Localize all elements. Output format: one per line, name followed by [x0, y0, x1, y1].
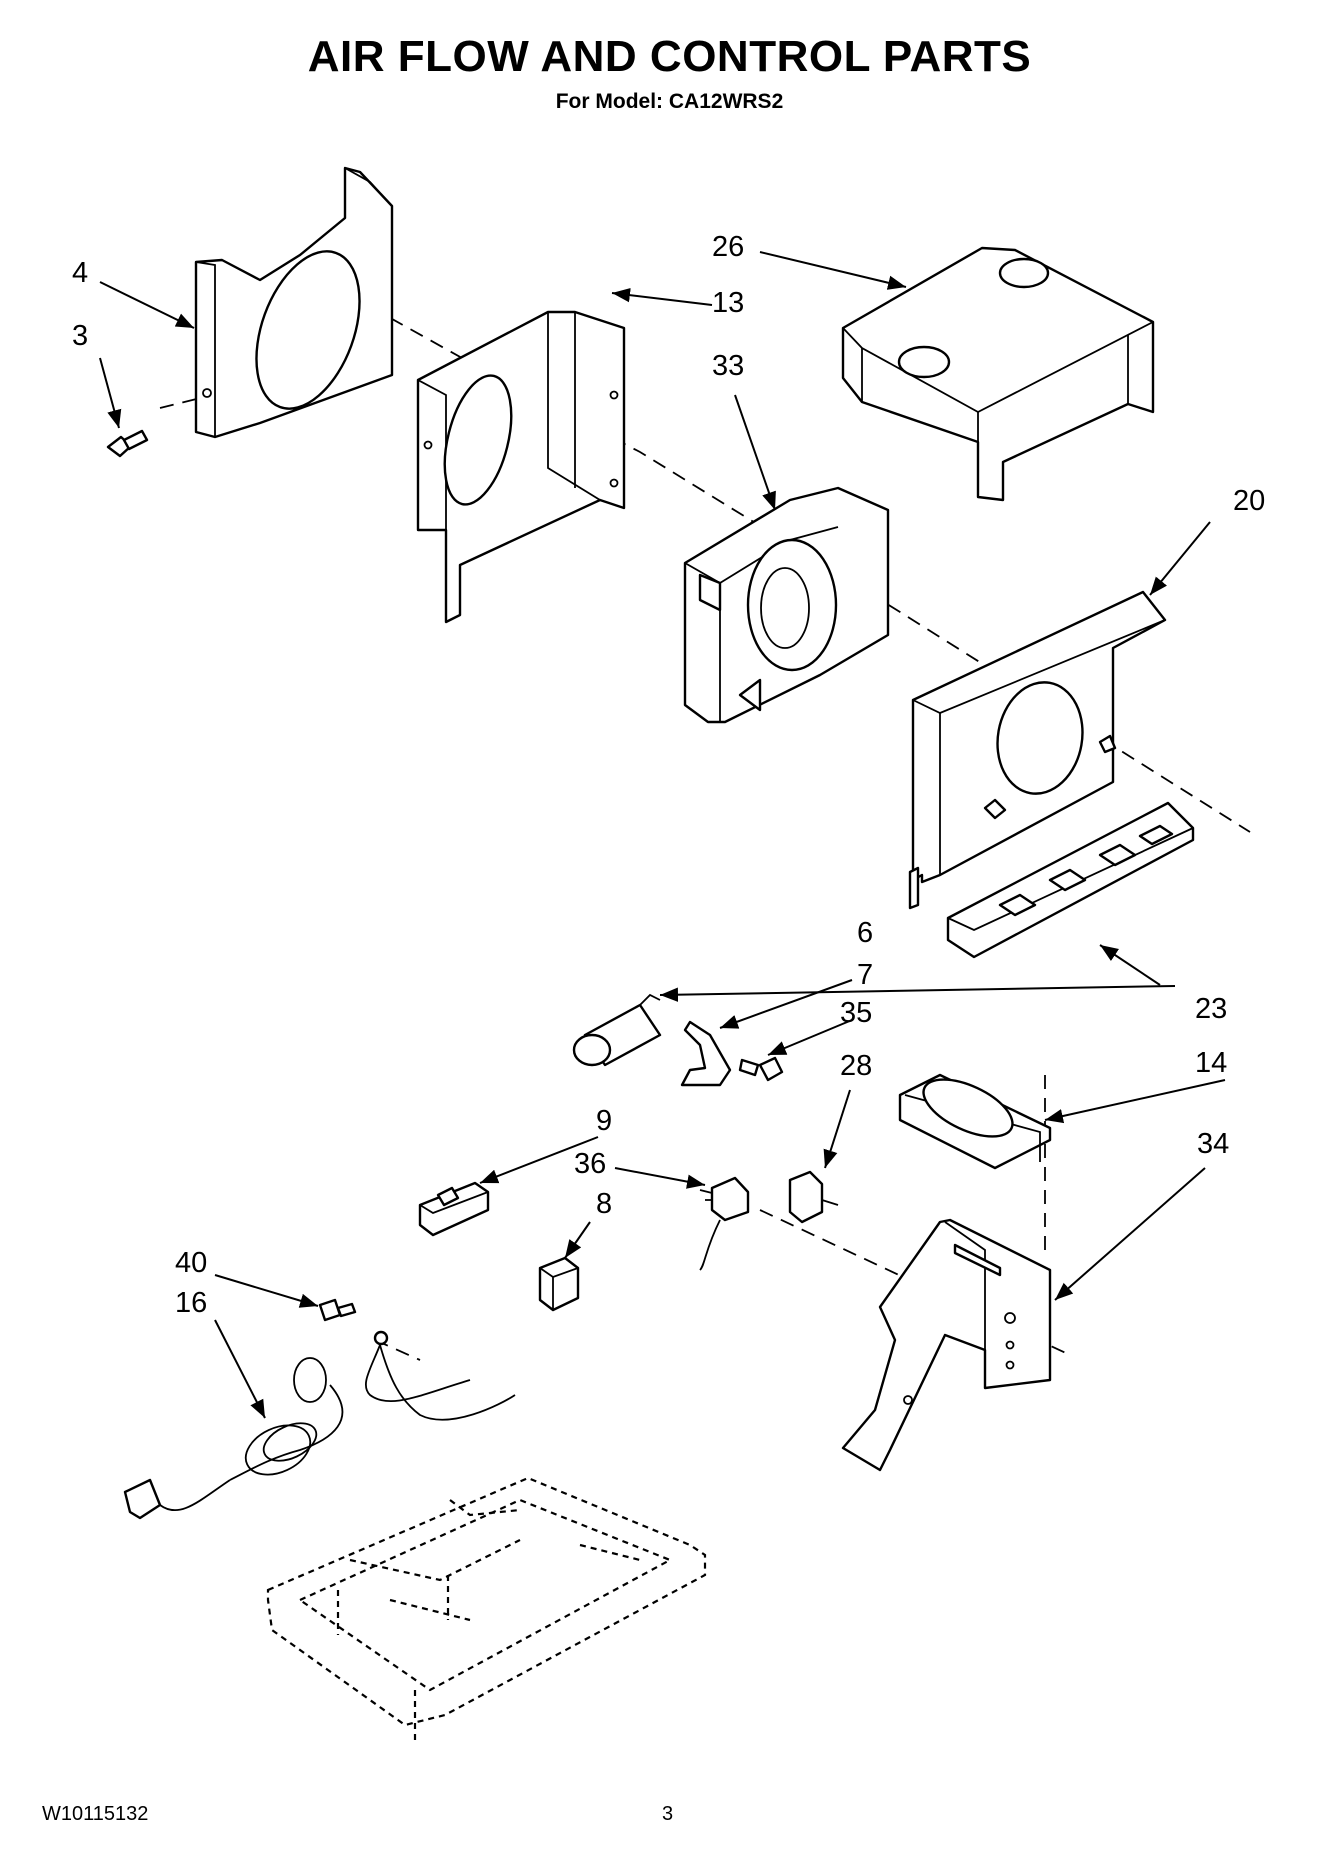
callout-23: 23 — [1195, 993, 1227, 1025]
part-20-bracket-panel — [908, 590, 1167, 910]
callout-8: 8 — [596, 1188, 612, 1220]
callout-7: 7 — [857, 959, 873, 991]
callout-3: 3 — [72, 320, 88, 352]
callout-20: 20 — [1233, 485, 1265, 517]
part-16-wire-harness — [123, 1330, 516, 1520]
callout-14: 14 — [1195, 1047, 1227, 1079]
callout-35: 35 — [840, 997, 872, 1029]
part-8-relay — [538, 1256, 580, 1312]
callout-28: 28 — [840, 1050, 872, 1082]
part-4-orifice-panel — [194, 166, 394, 439]
part-35-screw — [738, 1056, 784, 1082]
base-pan-outline — [266, 1476, 707, 1740]
callout-34: 34 — [1197, 1128, 1229, 1160]
part-26-top-cover — [841, 246, 1155, 502]
assembly-axis-lines — [159, 261, 1251, 1361]
page-title: AIR FLOW AND CONTROL PARTS — [307, 32, 1032, 81]
part-6-capacitor — [572, 993, 662, 1067]
part-36-thermostat — [699, 1176, 750, 1271]
callout-leaders — [99, 251, 1226, 1419]
part-33-blower-housing — [683, 486, 890, 724]
callout-9: 9 — [596, 1105, 612, 1137]
part-28-switch — [788, 1170, 839, 1224]
part-23-terminal-rail — [946, 801, 1195, 959]
part-40-screw — [318, 1298, 357, 1322]
part-13-scroll-panel — [416, 310, 626, 624]
part-34-control-box — [841, 1218, 1052, 1472]
callout-26: 26 — [712, 231, 744, 263]
part-7-capacitor-strap — [680, 1020, 732, 1087]
callout-16: 16 — [175, 1287, 207, 1319]
callout-33: 33 — [712, 350, 744, 382]
part-3-screw — [106, 429, 149, 458]
callout-4: 4 — [72, 257, 88, 289]
callout-13: 13 — [712, 287, 744, 319]
part-9-terminal-block — [418, 1181, 490, 1237]
model-subtitle: For Model: CA12WRS2 — [555, 90, 784, 113]
callout-36: 36 — [574, 1148, 606, 1180]
callout-40: 40 — [175, 1247, 207, 1279]
page-number: 3 — [662, 1803, 674, 1825]
document-number: W10115132 — [42, 1803, 149, 1825]
callout-6: 6 — [857, 917, 873, 949]
part-14-cover-plate — [898, 1073, 1052, 1170]
